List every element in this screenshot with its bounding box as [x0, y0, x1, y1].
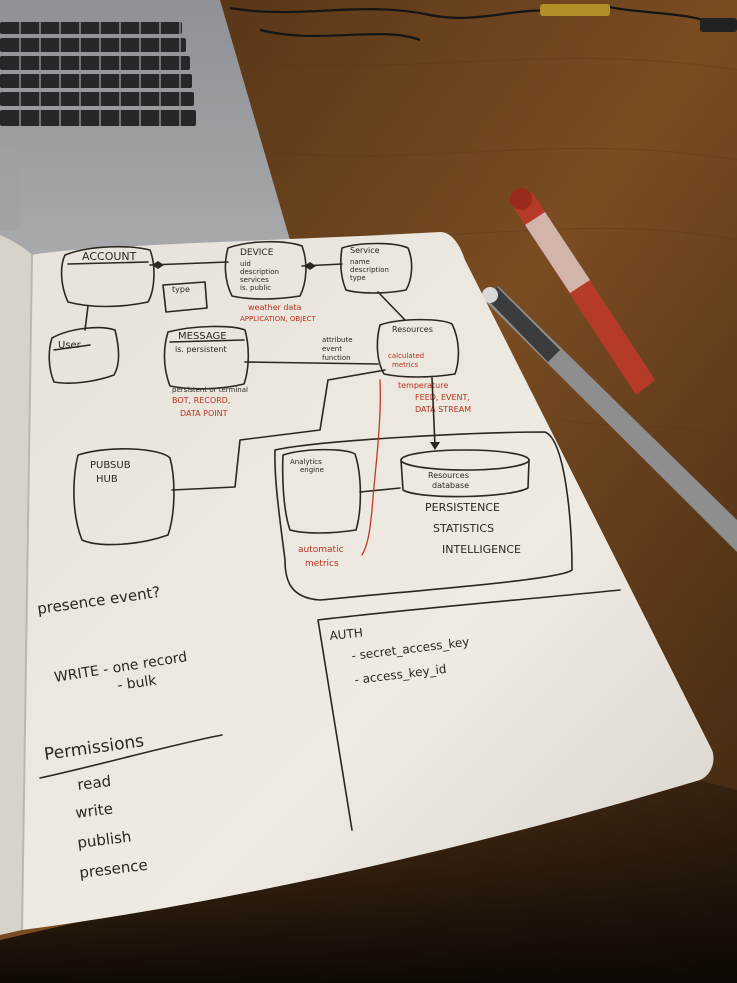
note-function: function	[322, 354, 351, 362]
resources-box	[376, 318, 460, 378]
arrowhead-database	[430, 442, 440, 450]
account-label: ACCOUNT	[82, 250, 137, 263]
pubsub-label: PUBSUB	[90, 460, 131, 471]
database-cylinder	[400, 449, 530, 498]
red-note-metrics: metrics	[305, 559, 339, 569]
permission-write: write	[74, 800, 114, 822]
note-bulk: - bulk	[116, 673, 158, 694]
laptop-touchpad	[0, 150, 20, 230]
engine-label: engine	[300, 466, 324, 474]
red-note-feed-event: FEED, EVENT,	[415, 393, 470, 402]
grey-pen	[482, 286, 737, 552]
device-box	[224, 240, 307, 300]
message-resources-link	[244, 361, 379, 365]
db-statistics: STATISTICS	[433, 522, 494, 535]
device-field-description: description	[240, 268, 279, 276]
database-label-1: Resources	[428, 471, 469, 480]
cable-plug-dark	[700, 18, 737, 32]
resources-field-calculated: calculated	[388, 352, 424, 360]
device-field-public: is. public	[240, 284, 271, 292]
pubsub-hub-box	[73, 448, 175, 546]
keyboard-key-gaps	[19, 22, 181, 126]
db-persistence: PERSISTENCE	[425, 501, 500, 514]
red-marker	[510, 188, 655, 395]
device-field-services: services	[240, 276, 269, 284]
note-event: event	[322, 345, 342, 353]
hub-label: HUB	[96, 474, 118, 485]
red-note-persistent: persistent or terminal	[172, 386, 248, 394]
note-attribute: attribute	[322, 336, 353, 344]
account-divider	[67, 261, 149, 265]
engine-database-link	[359, 487, 401, 493]
diamond-marker	[152, 261, 164, 269]
service-box	[340, 242, 413, 294]
message-divider	[169, 339, 245, 343]
message-box	[163, 325, 250, 390]
type-box	[162, 281, 208, 313]
auth-title: AUTH	[329, 626, 364, 643]
red-metrics-line	[361, 379, 381, 556]
db-intelligence: INTELLIGENCE	[442, 543, 521, 556]
user-account-link	[84, 305, 89, 331]
device-field-uid: uid	[240, 260, 251, 268]
service-field-description: description	[350, 266, 389, 274]
cable-plug	[540, 4, 610, 16]
service-field-type: type	[350, 274, 366, 282]
auth-box-line	[317, 589, 621, 831]
permission-read: read	[76, 772, 112, 794]
database-label-2: database	[432, 481, 469, 490]
resources-label: Resources	[392, 325, 433, 334]
message-label: MESSAGE	[178, 331, 227, 342]
account-box	[60, 245, 155, 308]
resources-field-metrics: metrics	[392, 361, 419, 369]
service-label: Service	[350, 246, 380, 255]
red-note-data-point: DATA POINT	[180, 409, 228, 418]
type-label: type	[172, 285, 190, 294]
red-note-temperature: temperature	[398, 381, 448, 390]
service-field-name: name	[350, 258, 370, 266]
pubsub-link	[171, 369, 386, 491]
user-box	[48, 326, 120, 384]
user-label: User	[58, 340, 82, 351]
analytics-engine-box	[281, 448, 362, 534]
red-note-bot-record: BOT, RECORD,	[172, 396, 230, 405]
page-binding-line	[21, 254, 33, 931]
diamond-marker-2	[304, 262, 316, 270]
analytics-label: Analytics	[290, 458, 322, 466]
service-resources-link	[377, 291, 406, 321]
notebook-page	[22, 232, 714, 930]
red-note-weather-data: weather data	[248, 303, 301, 312]
analytics-container	[274, 431, 573, 601]
red-note-data-stream: DATA STREAM	[415, 405, 471, 414]
wood-grain	[229, 57, 737, 621]
message-field-persistent: is. persistent	[175, 345, 227, 354]
permissions-underline	[39, 734, 223, 779]
red-note-application-object: APPLICATION, OBJECT	[240, 315, 317, 323]
red-note-automatic: automatic	[298, 545, 344, 555]
resources-database-link	[431, 377, 436, 447]
user-divider	[53, 344, 91, 351]
laptop-keyboard	[0, 22, 196, 126]
notebook-shadow	[0, 780, 737, 983]
device-label: DEVICE	[240, 248, 274, 258]
